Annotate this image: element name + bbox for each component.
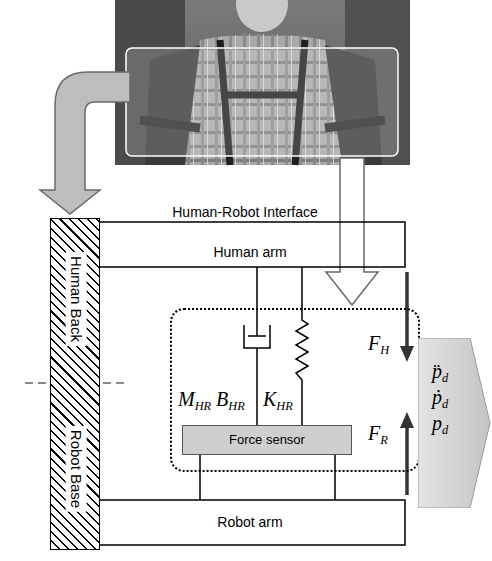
arm-label: Human arm [211,244,288,260]
velocity-symbol: ṗd [432,386,448,409]
arm-label: Robot arm [215,514,284,530]
symbol-subscript: R [380,433,388,447]
force-arrow [400,412,414,495]
sensor-label: Force sensor [229,433,305,448]
mass-symbol: MHR [178,388,211,411]
symbol-subscript: HR [195,399,212,413]
symbol-subscript: d [442,423,448,437]
pointer-arrow [40,72,130,214]
acceleration-symbol: p̈d [432,360,448,383]
force-symbol: FH [368,332,389,355]
symbol-subscript: d [442,371,448,385]
pointer-arrow [326,158,378,305]
body-label: Robot Base [65,426,86,512]
position-symbol: pd [432,412,448,435]
symbol-base: B [216,388,228,410]
arm-lines [100,222,405,545]
symbol-subscript: HR [276,399,293,413]
interface-region: MHRBHRKHRFHFRForce sensor [170,308,420,472]
photo [115,0,410,165]
damping-symbol: BHR [216,388,245,411]
arrow-shape [418,338,492,508]
stiffness-symbol: KHR [263,388,293,411]
body-block: Human BackRobot Base [50,218,100,550]
symbol-base: F [368,332,380,354]
spring-symbol [296,267,308,425]
symbol-base: K [263,388,276,410]
symbol-subscript: d [442,397,448,411]
body-label: Human Back [65,252,86,346]
symbol-base: M [178,388,195,410]
force-symbol: FR [368,422,388,445]
symbol-base: p̈ [432,360,442,382]
sensor-box: Force sensor [182,425,352,455]
output-arrow: p̈dṗdpd [418,338,492,508]
mount-lines [200,455,335,500]
symbol-subscript: H [380,343,389,357]
symbol-base: F [368,422,380,444]
interface-label: Human-Robot Interface [170,204,320,220]
symbol-base: p [432,412,442,434]
symbol-subscript: HR [228,399,245,413]
force-arrow [400,272,414,362]
symbol-base: ṗ [432,386,442,408]
